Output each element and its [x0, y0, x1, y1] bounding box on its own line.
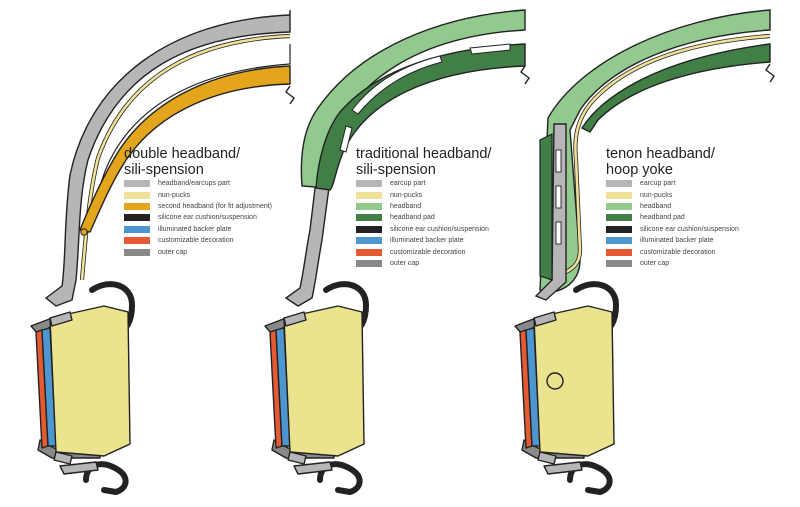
- legend-label: illuminated backer plate: [390, 237, 464, 245]
- legend-label: headband/earcups part: [158, 180, 230, 188]
- legend-item: nun-pucks: [124, 189, 272, 200]
- legend-swatch: [606, 225, 632, 233]
- legend-item: headband pad: [606, 212, 739, 223]
- legend-label: nun-pucks: [640, 191, 673, 199]
- legend-label: illuminated backer plate: [640, 237, 714, 245]
- legend-swatch: [356, 259, 382, 267]
- legend-item: headband/earcups part: [124, 178, 272, 189]
- legend-item: outer cap: [606, 258, 739, 269]
- panel-title: traditional headband/ sili-spension: [356, 146, 491, 178]
- legend-swatch: [356, 248, 382, 256]
- title-line-2: hoop yoke: [606, 162, 673, 178]
- legend-swatch: [606, 237, 632, 245]
- legend-label: second headband (for fit adjustment): [158, 202, 273, 210]
- legend-swatch: [356, 225, 382, 233]
- legend-item: headband pad: [356, 212, 489, 223]
- legend-label: headband: [640, 202, 672, 210]
- legend-item: second headband (for fit adjustment): [124, 201, 272, 212]
- legend-swatch: [356, 191, 382, 199]
- legend-label: headband: [390, 202, 422, 210]
- legend-swatch: [606, 259, 632, 267]
- legend-label: earcup part: [640, 180, 676, 188]
- legend-label: headband pad: [640, 214, 685, 222]
- panel-title: double headband/ sili-spension: [124, 146, 240, 178]
- legend-swatch: [124, 180, 150, 188]
- legend-label: illuminated backer plate: [158, 225, 232, 233]
- panel-traditional-headband-drawing: [265, 9, 530, 492]
- title-line-1: double headband/: [124, 146, 241, 162]
- legend-label: customizable decoration: [390, 248, 466, 256]
- legend-item: earcup part: [356, 178, 489, 189]
- legend-label: outer cap: [158, 248, 188, 256]
- legend: headband/earcups part nun-pucks second hea…: [124, 178, 272, 258]
- legend-swatch: [124, 237, 150, 245]
- legend-swatch: [606, 180, 632, 188]
- legend-label: nun-pucks: [390, 191, 423, 199]
- legend-item: outer cap: [356, 258, 489, 269]
- legend-item: customizable decoration: [606, 246, 739, 257]
- panel-tenon-headband-drawing: [515, 9, 775, 492]
- legend-item: nun-pucks: [606, 189, 739, 200]
- legend-item: silicone ear cushion/suspension: [606, 224, 739, 235]
- legend-swatch: [606, 214, 632, 222]
- title-line-1: traditional headband/: [356, 146, 492, 162]
- legend-swatch: [356, 202, 382, 210]
- legend: earcup part nun-pucks headband headband pad…: [356, 178, 489, 269]
- legend-label: customizable decoration: [640, 248, 716, 256]
- legend-swatch: [356, 180, 382, 188]
- legend-label: outer cap: [390, 259, 420, 267]
- legend-swatch: [124, 248, 150, 256]
- legend-label: silicone ear cushion/suspension: [158, 214, 257, 222]
- legend-item: nun-pucks: [356, 189, 489, 200]
- legend-label: silicone ear cushion/suspension: [390, 225, 489, 233]
- panel-double-headband-drawing: [31, 10, 295, 492]
- legend-item: earcup part: [606, 178, 739, 189]
- legend-item: silicone ear cushion/suspension: [124, 212, 272, 223]
- legend-swatch: [124, 202, 150, 210]
- legend-swatch: [606, 248, 632, 256]
- legend-item: illuminated backer plate: [124, 224, 272, 235]
- legend-swatch: [606, 202, 632, 210]
- legend-item: silicone ear cushion/suspension: [356, 224, 489, 235]
- legend-item: outer cap: [124, 246, 272, 257]
- legend-item: headband: [606, 201, 739, 212]
- legend-swatch: [124, 225, 150, 233]
- legend-item: illuminated backer plate: [356, 235, 489, 246]
- legend-swatch: [356, 214, 382, 222]
- legend: earcup part nun-pucks headband headband pad…: [606, 178, 739, 269]
- legend-item: headband: [356, 201, 489, 212]
- legend-label: earcup part: [390, 180, 426, 188]
- legend-swatch: [124, 191, 150, 199]
- title-line-2: sili-spension: [124, 162, 204, 178]
- legend-label: outer cap: [640, 259, 670, 267]
- legend-label: customizable decoration: [158, 237, 234, 245]
- legend-item: illuminated backer plate: [606, 235, 739, 246]
- legend-label: headband pad: [390, 214, 435, 222]
- legend-swatch: [124, 214, 150, 222]
- title-line-1: tenon headband/: [606, 146, 715, 162]
- legend-swatch: [606, 191, 632, 199]
- title-line-2: sili-spension: [356, 162, 436, 178]
- legend-item: customizable decoration: [356, 246, 489, 257]
- legend-item: customizable decoration: [124, 235, 272, 246]
- panel-title: tenon headband/ hoop yoke: [606, 146, 715, 178]
- legend-label: nun-pucks: [158, 191, 191, 199]
- legend-label: silicone ear cushion/suspension: [640, 225, 739, 233]
- legend-swatch: [356, 237, 382, 245]
